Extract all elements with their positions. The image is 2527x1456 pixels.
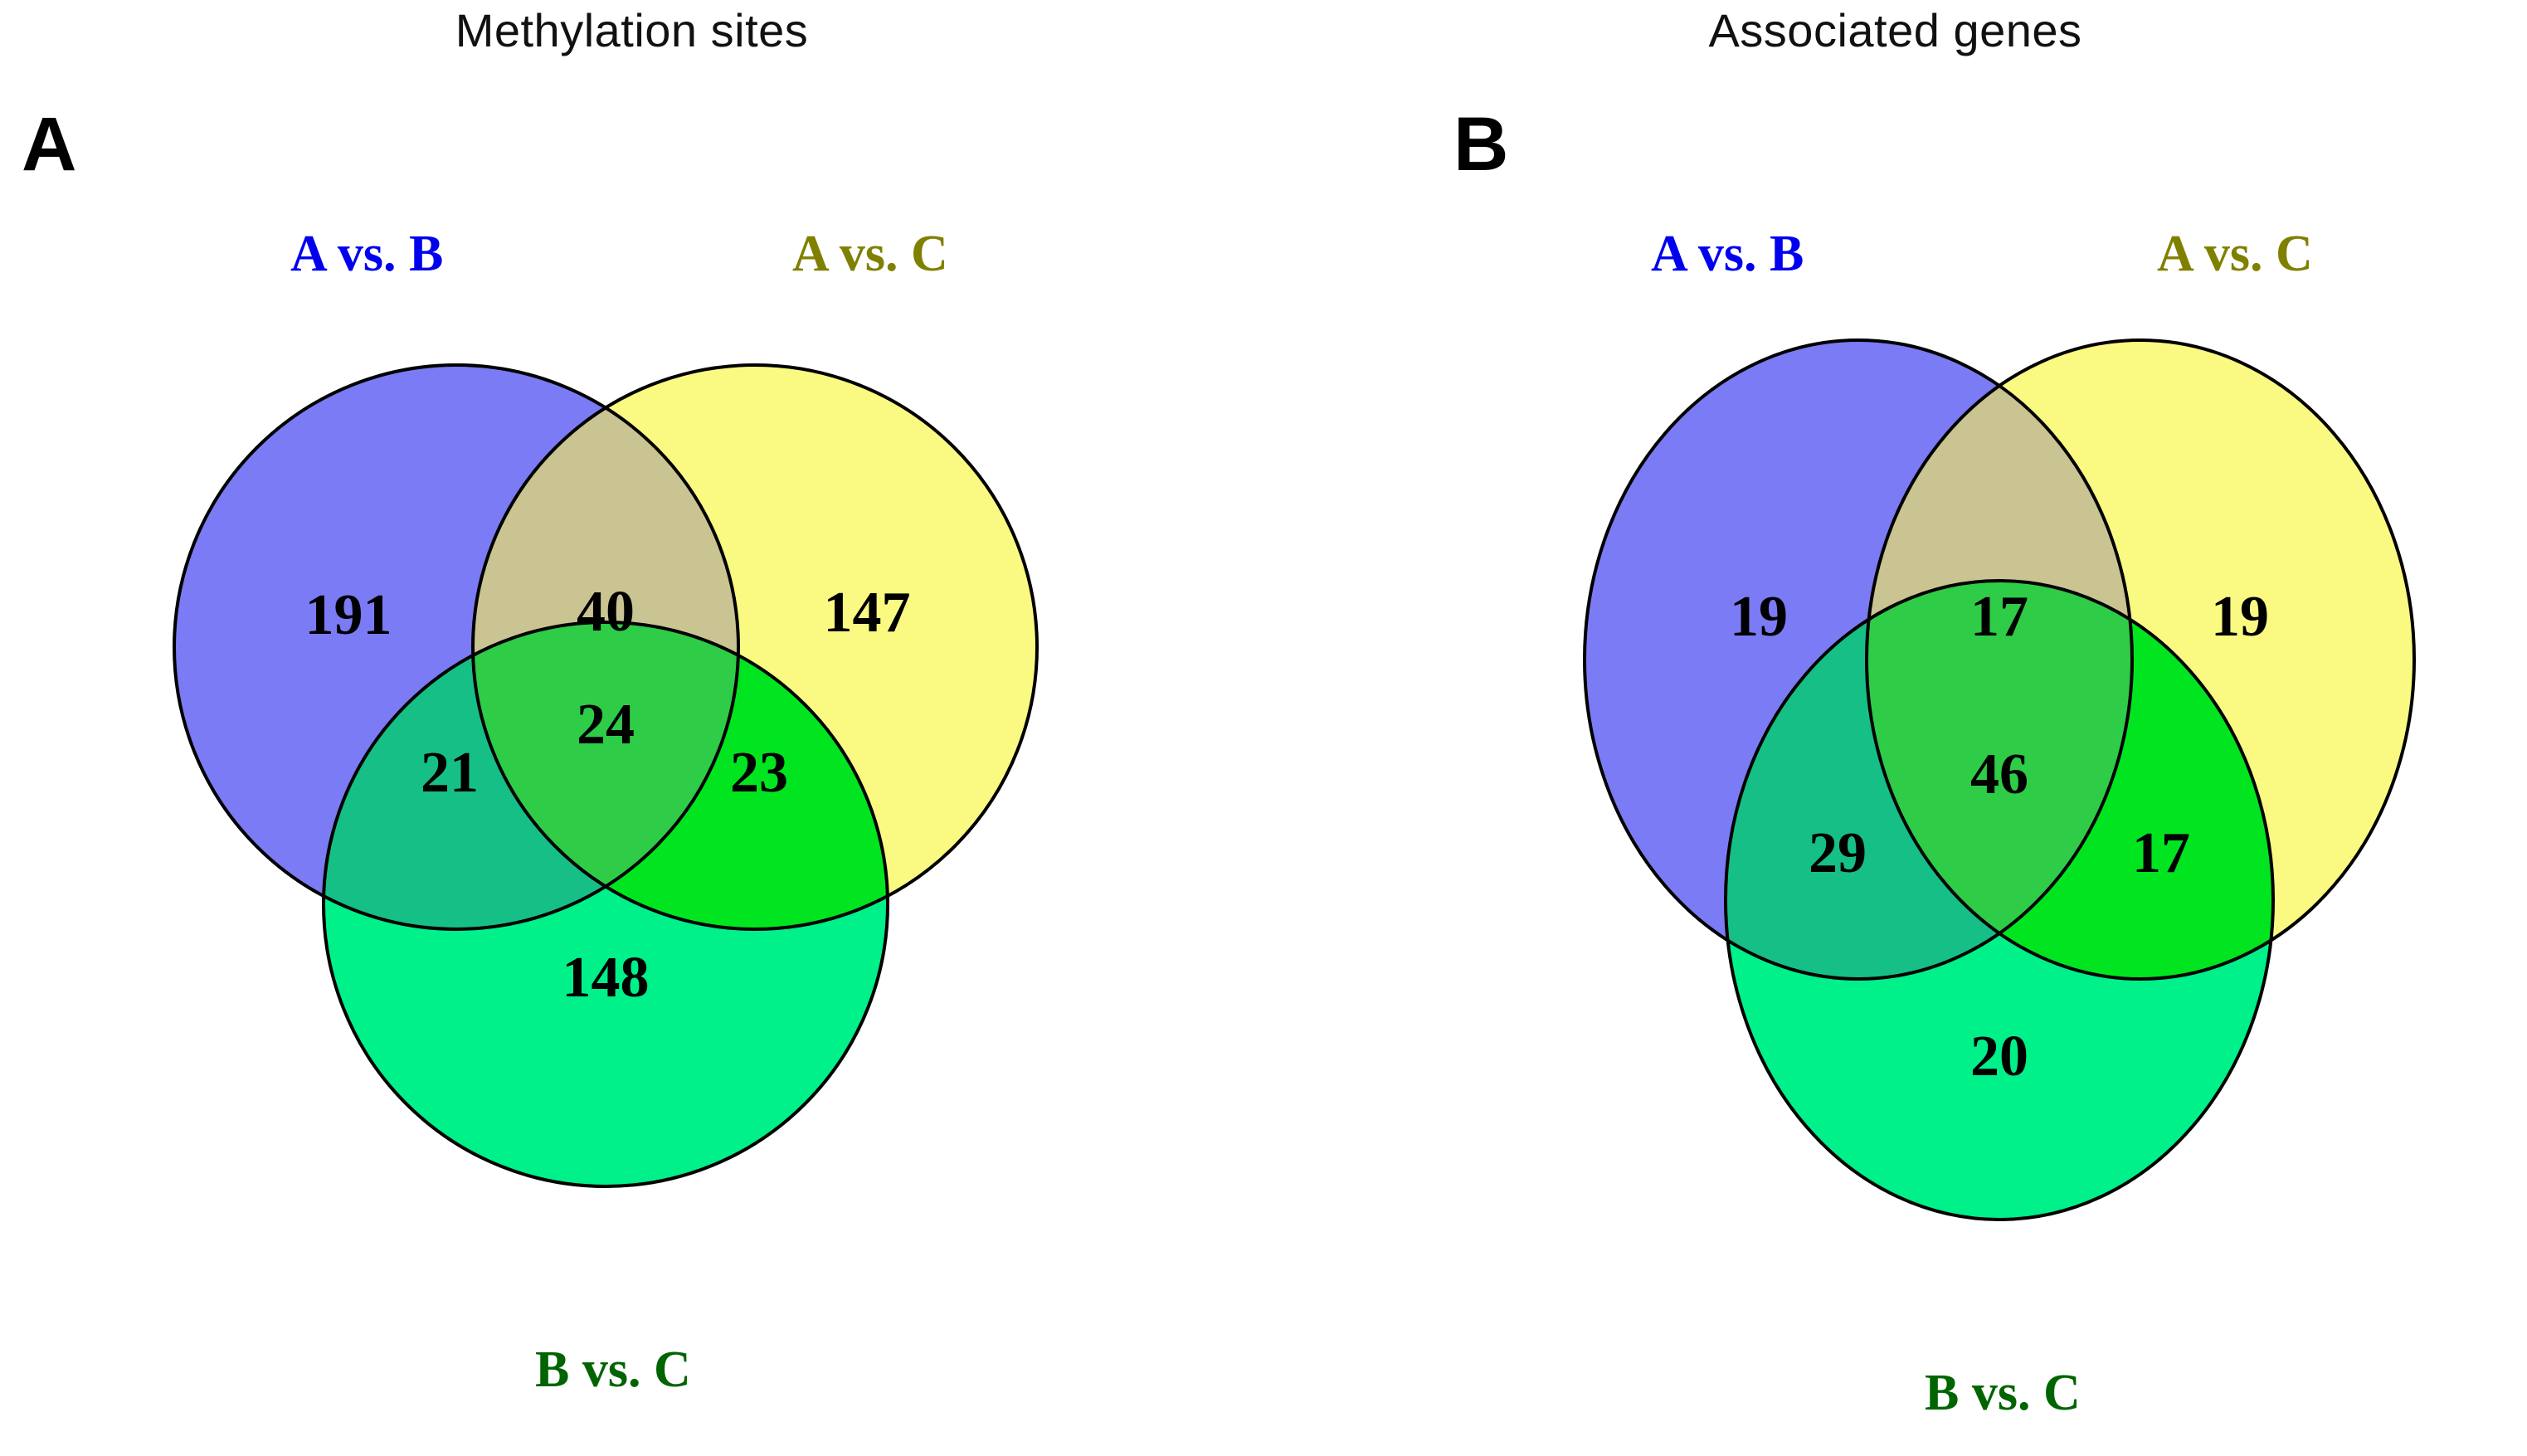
panel-b-value-ab-ac: 17 xyxy=(1970,585,2028,649)
panel-a-outline-a-vs-c xyxy=(471,363,1039,931)
panel-b-value-only-ab: 19 xyxy=(1730,585,1788,649)
panel-a-outline-a-vs-b xyxy=(173,363,740,931)
panel-b-value-only-bc: 20 xyxy=(1970,1025,2028,1088)
panel-a-value-only-ab: 191 xyxy=(305,583,392,647)
panel-a-value-only-ac: 147 xyxy=(824,581,911,645)
panel-a-venn: 191 40 147 24 21 23 148 xyxy=(173,363,1039,1188)
panel-b-value-ac-and-bc: 17 xyxy=(2132,821,2190,885)
panel-b-label-a-vs-b: A vs. B xyxy=(1651,226,1804,282)
panel-a-value-ac-and-bc: 23 xyxy=(730,741,788,805)
panel-b-outline-a-vs-b xyxy=(1583,338,2134,981)
panel-b-outline-a-vs-c xyxy=(1865,338,2416,981)
panel-a-outline-b-vs-c xyxy=(322,621,889,1188)
panel-b-value-only-ac: 19 xyxy=(2211,585,2269,649)
panel-a-value-only-bc: 148 xyxy=(562,946,650,1010)
panel-a-letter: A xyxy=(22,102,77,187)
panel-b-value-triple: 46 xyxy=(1970,743,2028,806)
panel-b-letter: B xyxy=(1453,102,1509,187)
panel-b-title: Associated genes xyxy=(1708,4,2082,56)
panel-b-venn: 19 17 19 46 29 17 20 xyxy=(1583,338,2416,1221)
panel-a-title: Methylation sites xyxy=(455,4,809,56)
panel-b-label-a-vs-c: A vs. C xyxy=(2157,226,2313,282)
panel-a-label-a-vs-c: A vs. C xyxy=(792,226,948,282)
panel-b-label-b-vs-c: B vs. C xyxy=(1925,1365,2081,1421)
panel-a-value-ab-ac: 40 xyxy=(577,580,635,644)
panel-b-value-ab-bc: 29 xyxy=(1809,821,1867,885)
panel-a-label-b-vs-c: B vs. C xyxy=(535,1342,691,1398)
panel-a-value-ab-bc: 21 xyxy=(421,741,479,805)
panel-a-label-a-vs-b: A vs. B xyxy=(290,226,444,282)
panel-a-value-triple: 24 xyxy=(577,693,635,757)
panel-b-outline-b-vs-c xyxy=(1724,579,2275,1221)
panel-b-overlap-triple xyxy=(1867,581,2132,979)
